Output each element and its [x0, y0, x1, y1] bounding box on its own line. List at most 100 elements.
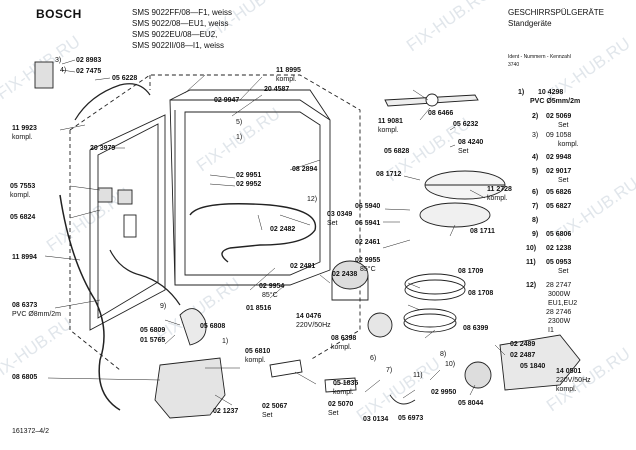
part-kompl: kompl. — [487, 195, 508, 202]
temperature-label: 85°C — [360, 266, 376, 273]
model-line-1: SMS 9022FF/08—F1, weiss — [132, 8, 233, 17]
part-number: 08 1711 — [470, 228, 495, 235]
part-number: 05 1840 — [520, 363, 546, 370]
heater-element — [189, 203, 317, 263]
part-number: 11 2728 — [487, 186, 512, 193]
part-kompl: kompl. — [333, 389, 354, 396]
legend-key: 4) — [532, 154, 539, 161]
legend-extra: kompl. — [558, 141, 579, 148]
legend-value: 05 6827 — [546, 203, 572, 210]
part-number: 02 9947 — [214, 97, 240, 104]
drawing-number: 161372–4/2 — [12, 428, 49, 435]
hose-spec: PVC Ø8mm/2m — [12, 311, 62, 318]
part-number: 05 6973 — [398, 415, 424, 422]
part-number: 02 2489 — [510, 341, 536, 348]
part-number: 03 0349 — [327, 211, 353, 218]
part-number: 08 2894 — [292, 166, 318, 173]
legend-value: 02 5069 — [546, 113, 572, 120]
part-number: 01 8516 — [246, 305, 272, 312]
callout: 4) — [60, 67, 67, 74]
part-number: 06 5941 — [355, 220, 381, 227]
part-number: 02 5070 — [328, 401, 354, 408]
part-number: 03 0134 — [363, 416, 389, 423]
callout: 9) — [160, 303, 167, 310]
ident-value: 3740 — [508, 62, 520, 68]
part-number: 06 5940 — [355, 203, 381, 210]
temperature-label: 85°C — [262, 292, 278, 299]
callout: 1) — [236, 134, 243, 141]
part-number: 20 3979 — [90, 145, 116, 152]
part-number: 05 6232 — [453, 121, 479, 128]
legend-key: 11) — [526, 259, 536, 266]
part-number: 05 6809 — [140, 327, 166, 334]
part-number: 02 2487 — [510, 352, 536, 359]
legend-value: 10 4298 — [538, 89, 564, 96]
part-number: 08 6373 — [12, 302, 38, 309]
legend-extra: Set — [558, 177, 569, 184]
brand-logo: BOSCH — [36, 7, 82, 21]
legend-extra: PVC Ø5mm/2m — [530, 98, 581, 105]
model-line-4: SMS 9022II/08—I1, weiss — [132, 41, 225, 50]
legend-note: 28 2746 — [546, 309, 572, 316]
part-kompl: kompl. — [12, 134, 33, 141]
part-number: 05 6828 — [384, 148, 410, 155]
part-number: 08 6399 — [463, 325, 489, 332]
part-number: 08 1708 — [468, 290, 494, 297]
legend-key: 10) — [526, 245, 537, 252]
callout: 1) — [222, 338, 229, 345]
inner-tub — [169, 89, 331, 286]
part-set: Set — [327, 220, 338, 227]
callout: 7) — [386, 367, 393, 374]
part-number: 11 9923 — [12, 125, 37, 132]
part-number: 11 8995 — [276, 67, 301, 74]
part-number: 02 9950 — [431, 389, 457, 396]
legend-key: 9) — [532, 231, 539, 238]
part-number: 02 8983 — [76, 57, 102, 64]
legend-key: 8) — [532, 217, 539, 224]
legend-key: 6) — [532, 189, 539, 196]
legend-extra: Set — [558, 268, 569, 275]
part-kompl: kompl. — [245, 357, 266, 364]
model-line-2: SMS 9022/08—EU1, weiss — [132, 19, 229, 28]
legend-key: 12) — [526, 282, 537, 289]
callout: 8) — [440, 351, 447, 358]
ident-label: Ident - Nummern - Kennzahl — [508, 54, 571, 60]
part-kompl: kompl. — [331, 344, 352, 351]
part-number: 20 4587 — [264, 86, 290, 93]
callout: 3) — [55, 57, 62, 64]
sump-housing — [154, 308, 226, 419]
legend-value: 02 9948 — [546, 154, 572, 161]
part-number: 02 9954 — [259, 283, 285, 290]
part-number: 02 7475 — [76, 68, 102, 75]
part-number: 08 6466 — [428, 110, 454, 117]
inlet-hose — [74, 83, 151, 121]
part-number: 05 1835 — [333, 380, 359, 387]
part-kompl: kompl. — [276, 76, 297, 83]
sump-ring — [404, 279, 466, 301]
part-number: 14 0476 — [296, 313, 322, 320]
part-number: 02 1237 — [213, 408, 239, 415]
drain-hose — [59, 194, 121, 411]
category-subtitle: Standgeräte — [508, 19, 552, 28]
part-number: 02 9952 — [236, 181, 262, 188]
legend-value: 05 0953 — [546, 259, 572, 266]
legend-value: 02 1238 — [546, 245, 572, 252]
part-number: 11 9081 — [378, 118, 403, 125]
legend-note: 2300W — [548, 318, 571, 325]
legend-value: 09 1058 — [546, 132, 572, 139]
part-number: 08 1712 — [376, 171, 402, 178]
part-number: 05 6810 — [245, 348, 271, 355]
legend-value: 05 6806 — [546, 231, 572, 238]
voltage-label: 220V/50Hz — [556, 377, 591, 384]
category-title: GESCHIRRSPÜLGERÄTE — [508, 8, 605, 17]
water-switch — [34, 61, 54, 89]
part-number: 08 4240 — [458, 139, 484, 146]
part-number: 05 6228 — [112, 75, 138, 82]
part-number: 02 2438 — [332, 271, 358, 278]
part-set: Set — [458, 148, 469, 155]
part-number: 02 2482 — [270, 226, 296, 233]
drain-pump — [464, 334, 581, 391]
legend-extra: Set — [558, 122, 569, 129]
